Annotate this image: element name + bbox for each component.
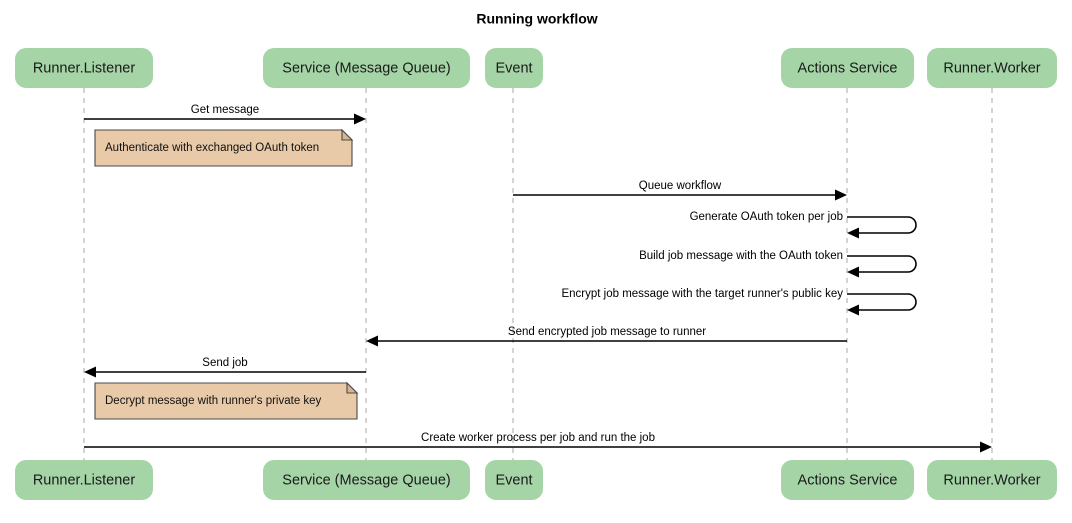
lifelines-group xyxy=(83,88,993,462)
participant-label: Runner.Listener xyxy=(33,60,136,76)
note-body xyxy=(94,382,358,420)
message-generate-oauth-token-per-job: Generate OAuth token per job xyxy=(690,211,917,239)
participant-box[interactable] xyxy=(781,48,914,88)
participants-top-group: Runner.Listener Service (Message Queue) Ev… xyxy=(15,48,1057,88)
participant-label: Runner.Worker xyxy=(943,60,1040,76)
participant-service-message-queue-bottom[interactable]: Service (Message Queue) xyxy=(263,460,470,500)
message-get-message: Get message xyxy=(84,104,366,125)
message-line xyxy=(847,255,917,273)
participant-label: Service (Message Queue) xyxy=(282,60,450,76)
participant-label: Actions Service xyxy=(798,60,898,76)
participant-label: Runner.Listener xyxy=(33,472,136,488)
message-arrowhead xyxy=(354,113,366,125)
page-title: Running workflow xyxy=(476,11,597,27)
note-fold-corner-icon xyxy=(341,128,354,141)
participant-box[interactable] xyxy=(263,460,470,500)
message-label: Encrypt job message with the target runn… xyxy=(561,288,843,300)
participant-event-bottom[interactable]: Event xyxy=(485,460,543,500)
message-arrowhead xyxy=(847,227,859,239)
message-create-worker-process-per-job-and-run-the-job: Create worker process per job and run th… xyxy=(84,432,992,453)
message-arrowhead xyxy=(847,304,859,316)
participant-label: Actions Service xyxy=(798,472,898,488)
message-label: Send encrypted job message to runner xyxy=(508,326,706,338)
message-encrypt-job-message-with-the-target-runners-public-key: Encrypt job message with the target runn… xyxy=(561,288,917,316)
message-line xyxy=(847,216,917,234)
participant-actions-service-top[interactable]: Actions Service xyxy=(781,48,914,88)
participant-runner-worker-top[interactable]: Runner.Worker xyxy=(927,48,1057,88)
message-line xyxy=(847,293,917,311)
message-arrowhead xyxy=(980,441,992,453)
message-label: Generate OAuth token per job xyxy=(690,211,843,223)
participant-box[interactable] xyxy=(781,460,914,500)
participants-bottom-group: Runner.Listener Service (Message Queue) Ev… xyxy=(15,460,1057,500)
participant-runner-listener-bottom[interactable]: Runner.Listener xyxy=(15,460,153,500)
participant-box[interactable] xyxy=(263,48,470,88)
participant-event-top[interactable]: Event xyxy=(485,48,543,88)
participant-runner-worker-bottom[interactable]: Runner.Worker xyxy=(927,460,1057,500)
message-label: Get message xyxy=(191,104,259,116)
message-build-job-message-with-the-oauth-token: Build job message with the OAuth token xyxy=(639,250,917,278)
participant-label: Runner.Worker xyxy=(943,472,1040,488)
note-fold-corner-icon xyxy=(346,381,359,394)
participant-label: Event xyxy=(495,60,532,76)
message-arrowhead xyxy=(835,189,847,201)
message-label: Create worker process per job and run th… xyxy=(421,432,655,444)
message-arrowhead xyxy=(84,366,96,378)
note-decrypt-message-with-runners-private-key: Decrypt message with runner's private ke… xyxy=(94,381,359,420)
note-label: Decrypt message with runner's private ke… xyxy=(105,395,322,407)
message-label: Send job xyxy=(202,357,247,369)
notes-group: Authenticate with exchanged OAuth tokenD… xyxy=(94,128,359,420)
participant-runner-listener-top[interactable]: Runner.Listener xyxy=(15,48,153,88)
participant-box[interactable] xyxy=(15,460,153,500)
participant-box[interactable] xyxy=(485,460,543,500)
message-send-job: Send job xyxy=(84,357,366,378)
message-send-encrypted-job-message-to-runner: Send encrypted job message to runner xyxy=(366,326,847,347)
message-arrowhead xyxy=(847,266,859,278)
note-label: Authenticate with exchanged OAuth token xyxy=(105,142,319,154)
message-label: Queue workflow xyxy=(639,180,722,192)
message-arrowhead xyxy=(366,335,378,347)
participant-box[interactable] xyxy=(15,48,153,88)
participant-service-message-queue-top[interactable]: Service (Message Queue) xyxy=(263,48,470,88)
participant-box[interactable] xyxy=(927,48,1057,88)
message-label: Build job message with the OAuth token xyxy=(639,250,843,262)
participant-label: Service (Message Queue) xyxy=(282,472,450,488)
note-authenticate-with-exchanged-oauth-token: Authenticate with exchanged OAuth token xyxy=(94,128,354,167)
participant-label: Event xyxy=(495,472,532,488)
note-body xyxy=(94,129,353,167)
message-queue-workflow: Queue workflow xyxy=(513,180,847,201)
participant-box[interactable] xyxy=(485,48,543,88)
participant-actions-service-bottom[interactable]: Actions Service xyxy=(781,460,914,500)
participant-box[interactable] xyxy=(927,460,1057,500)
